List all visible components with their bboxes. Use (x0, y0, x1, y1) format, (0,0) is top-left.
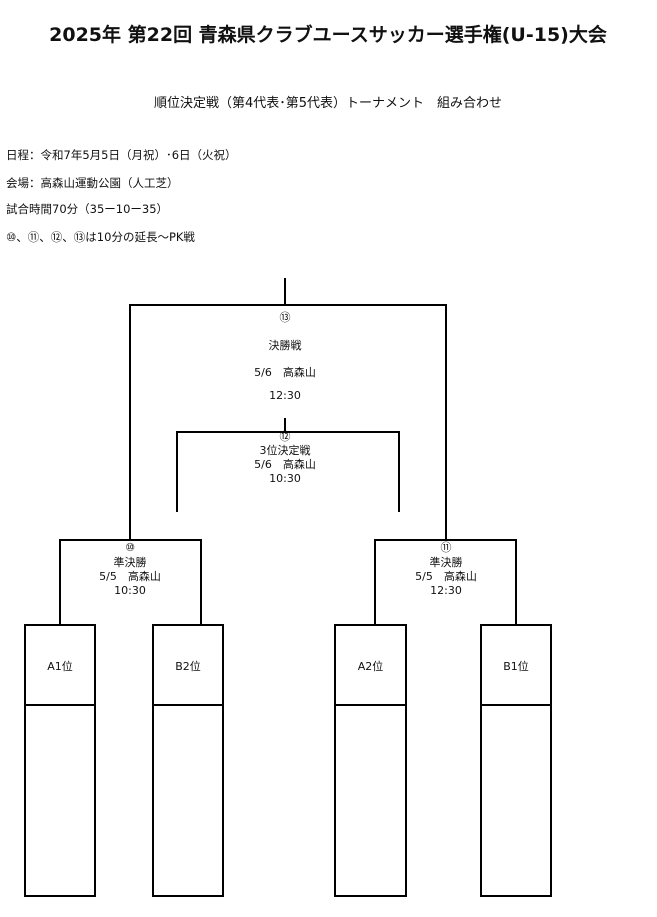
team-label: B1位 (503, 660, 529, 673)
bracket-line (59, 539, 202, 541)
final-time: 12:30 (269, 389, 301, 402)
divider (154, 704, 222, 706)
subtitle: 順位決定戦（第4代表･第5代表）トーナメント 組み合わせ (153, 96, 503, 111)
bracket-line (284, 278, 286, 306)
bracket-line (129, 304, 447, 306)
venue-info: 会場：高森山運動公園（人工芝） (6, 176, 179, 190)
bracket-line (129, 304, 131, 541)
team-label: A2位 (357, 660, 384, 673)
bracket-line (200, 539, 202, 626)
divider (482, 704, 550, 706)
final-name: 決勝戦 (268, 339, 302, 352)
bracket-line (59, 539, 61, 626)
third-name: 3位決定戦 (259, 444, 311, 457)
team-box-a2: A2位 (334, 624, 407, 897)
page-title: 2025年 第22回 青森県クラブユースサッカー選手権(U-15)大会 (49, 24, 607, 46)
semi2-number: ⑪ (440, 541, 452, 554)
third-date-venue: 5/6 高森山 (254, 458, 316, 471)
team-box-b2: B2位 (152, 624, 224, 897)
semi2-time: 12:30 (430, 584, 462, 597)
bracket-line (515, 539, 517, 626)
schedule-info: 日程：令和7年5月5日（月祝）･6日（火祝） (6, 148, 237, 162)
bracket-line (398, 431, 400, 512)
match-time-info: 試合時間70分（35ー10ー35） (6, 202, 169, 216)
team-box-b1: B1位 (480, 624, 552, 897)
third-time: 10:30 (269, 472, 301, 485)
bracket-line (284, 418, 286, 433)
team-box-a1: A1位 (24, 624, 96, 897)
bracket-line (445, 304, 447, 541)
semi1-number: ⑩ (125, 541, 135, 554)
team-label: A1位 (47, 660, 73, 673)
extra-time-info: ⑩、⑪、⑫、⑬は10分の延長～PK戦 (6, 230, 195, 244)
final-date-venue: 5/6 高森山 (254, 366, 316, 379)
bracket-line (374, 539, 517, 541)
divider (26, 704, 94, 706)
bracket-line (176, 431, 178, 512)
bracket-line (374, 539, 376, 626)
semi1-time: 10:30 (114, 584, 146, 597)
team-label: B2位 (175, 660, 201, 673)
final-number: ⑬ (279, 311, 291, 324)
semi2-name: 準決勝 (429, 556, 463, 569)
third-number: ⑫ (279, 430, 291, 443)
divider (336, 704, 405, 706)
bracket-line (176, 431, 400, 433)
semi2-date-venue: 5/5 高森山 (415, 570, 477, 583)
semi1-name: 準決勝 (113, 556, 147, 569)
semi1-date-venue: 5/5 高森山 (99, 570, 161, 583)
